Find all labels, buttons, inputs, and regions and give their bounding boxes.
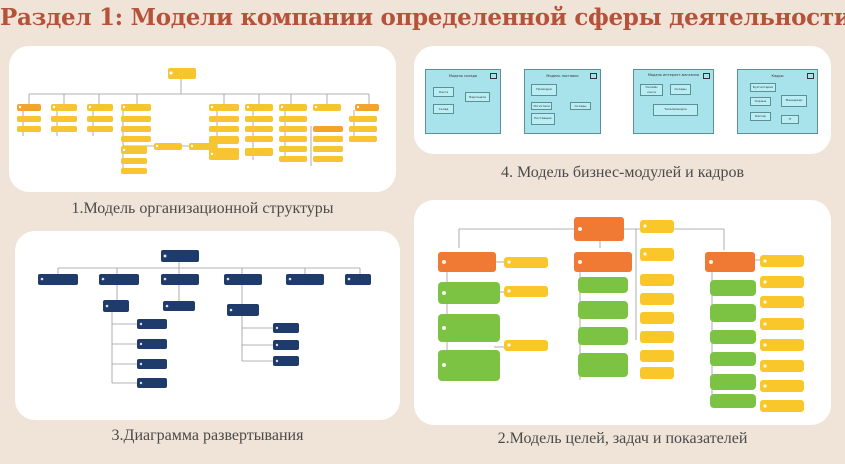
business-modules-panel: Модель склада Касса Персонала Склад Моде… <box>414 46 831 154</box>
module-item: Кассир <box>750 112 771 121</box>
org-structure-diagram <box>17 68 379 174</box>
module-item: Проводки <box>531 84 557 96</box>
component-icon <box>703 73 710 79</box>
module-item: Телепроводка <box>653 104 698 116</box>
module-item: Онлайн касса <box>640 84 663 96</box>
module-card-warehouse: Модель склада Касса Персонала Склад <box>425 69 501 134</box>
org-structure-caption: 1.Модель организационной структуры <box>71 200 334 217</box>
business-modules-caption: 4. Модель бизнес-модулей и кадров <box>500 164 745 181</box>
module-title: Модель интернет-магазина <box>647 73 700 77</box>
module-item: Логистика <box>531 102 552 110</box>
module-card-staff: Кадры Бухгалтерия Охрана Менеджер Кассир… <box>737 69 818 134</box>
deployment-caption: 3.Диаграмма развертывания <box>111 427 304 444</box>
module-item: Бухгалтерия <box>750 83 776 92</box>
component-icon <box>590 73 597 79</box>
module-item: Склады <box>670 84 691 95</box>
module-item: IT <box>781 115 799 124</box>
component-icon <box>807 73 814 79</box>
module-card-online-store: Модель интернет-магазина Онлайн касса Ск… <box>633 69 714 134</box>
module-item: Склады <box>570 102 591 110</box>
module-item: Поставщик <box>531 113 555 125</box>
goals-panel <box>414 200 831 425</box>
goals-tasks-kpi-diagram <box>438 217 804 412</box>
module-item: Касса <box>433 87 454 97</box>
module-item: Охрана <box>750 97 771 106</box>
page-title: Раздел 1: Модели компании определенной с… <box>0 4 845 31</box>
deployment-panel <box>15 231 400 420</box>
module-item: Персонала <box>465 92 490 102</box>
goals-caption: 2.Модель целей, задач и показателей <box>497 430 748 447</box>
org-structure-panel <box>9 46 396 192</box>
module-title: Кадры <box>771 74 784 78</box>
module-card-supply: Модель поставки Проводки Логистика Склад… <box>524 69 601 134</box>
module-item: Склад <box>433 104 454 114</box>
module-item: Менеджер <box>781 95 807 107</box>
module-title: Модель склада <box>448 74 478 78</box>
deployment-diagram <box>38 250 371 388</box>
module-title: Модель поставки <box>546 74 579 78</box>
component-icon <box>490 73 497 79</box>
